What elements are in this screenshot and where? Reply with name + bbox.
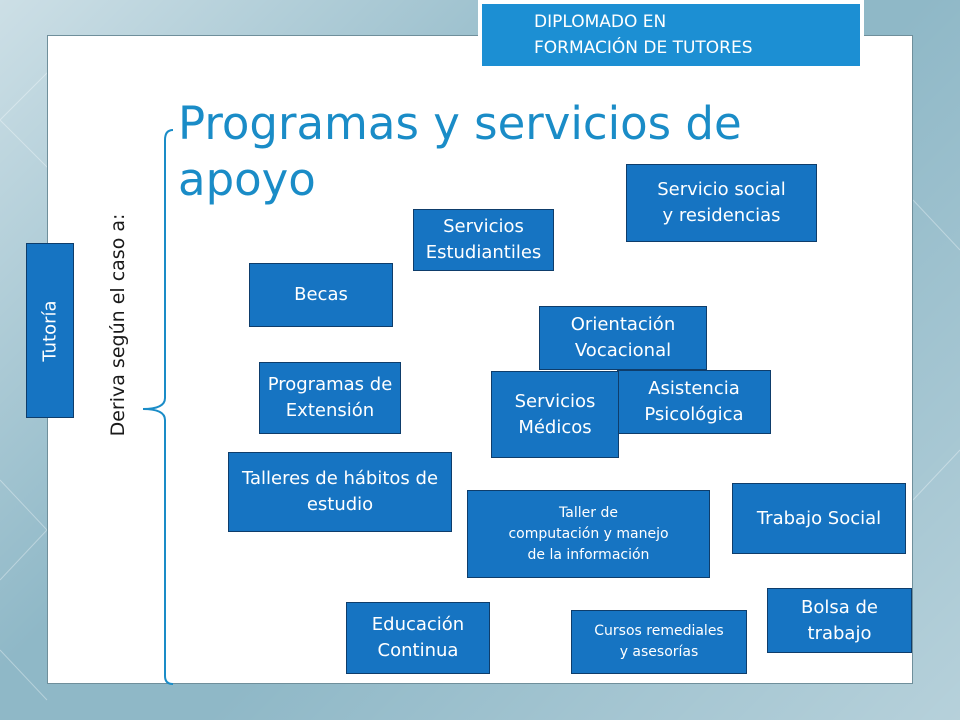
educacion-continua-box: Educación Continua (346, 602, 490, 674)
asistencia-line-2: Psicológica (644, 404, 744, 425)
talleres-line-1: Talleres de hábitos de (241, 468, 439, 489)
asistencia-psicologica-box: Asistencia Psicológica (617, 370, 771, 434)
bolsa-trabajo-box: Bolsa de trabajo (767, 588, 912, 653)
asistencia-line-1: Asistencia (648, 378, 740, 399)
talleres-habitos-box: Talleres de hábitos de estudio (228, 452, 452, 532)
title-line-1: Programas y servicios de (178, 97, 742, 150)
talleres-line-2: estudio (306, 494, 374, 515)
becas-label: Becas (294, 284, 348, 305)
brace-icon (142, 129, 174, 685)
orientacion-vocacional-box: Orientación Vocacional (539, 306, 707, 370)
header-banner: DIPLOMADO EN FORMACIÓN DE TUTORES (478, 0, 864, 70)
bolsa-trabajo-line-2: trabajo (807, 622, 872, 644)
taller-computacion-line-3: de la información (527, 546, 650, 563)
servicio-social-line-2: y residencias (662, 205, 781, 226)
cursos-remediales-line-2: y asesorías (619, 644, 699, 660)
orientacion-line-2: Vocacional (574, 340, 672, 361)
servicios-estudiantiles-line-1: Servicios (443, 216, 524, 237)
cursos-remediales-box: Cursos remediales y asesorías (571, 610, 747, 674)
programas-extension-line-1: Programas de (267, 374, 393, 395)
deriva-label: Deriva según el caso a: (107, 213, 129, 437)
header-line-1: DIPLOMADO EN (534, 12, 667, 32)
servicios-estudiantiles-line-2: Estudiantiles (425, 242, 542, 263)
trabajo-social-label: Trabajo Social (756, 507, 882, 529)
title-line-2: apoyo (178, 153, 316, 206)
programas-extension-box: Programas de Extensión (259, 362, 401, 434)
educacion-continua-line-2: Continua (377, 640, 459, 661)
servicio-social-line-1: Servicio social (657, 179, 786, 200)
becas-box: Becas (249, 263, 393, 327)
servicios-medicos-line-2: Médicos (518, 416, 592, 438)
servicios-medicos-line-1: Servicios (514, 390, 596, 412)
taller-computacion-line-1: Taller de (559, 504, 618, 521)
header-line-2: FORMACIÓN DE TUTORES (534, 38, 753, 58)
servicio-social-box: Servicio social y residencias (626, 164, 817, 242)
trabajo-social-box: Trabajo Social (732, 483, 906, 554)
educacion-continua-line-1: Educación (371, 614, 465, 635)
tutoria-box: Tutoría (26, 243, 74, 418)
bolsa-trabajo-line-1: Bolsa de (801, 596, 878, 618)
servicios-medicos-box: Servicios Médicos (491, 371, 619, 458)
tutoria-label: Tutoría (39, 299, 61, 362)
page-title: Programas y servicios de apoyo (178, 96, 798, 208)
header-text: DIPLOMADO EN FORMACIÓN DE TUTORES (482, 4, 860, 66)
taller-computacion-box: Taller de computación y manejo de la inf… (467, 490, 710, 578)
cursos-remediales-line-1: Cursos remediales (594, 623, 724, 639)
servicios-estudiantiles-box: Servicios Estudiantiles (413, 209, 554, 271)
taller-computacion-line-2: computación y manejo (508, 525, 669, 542)
programas-extension-line-2: Extensión (285, 400, 375, 421)
orientacion-line-1: Orientación (570, 314, 676, 335)
